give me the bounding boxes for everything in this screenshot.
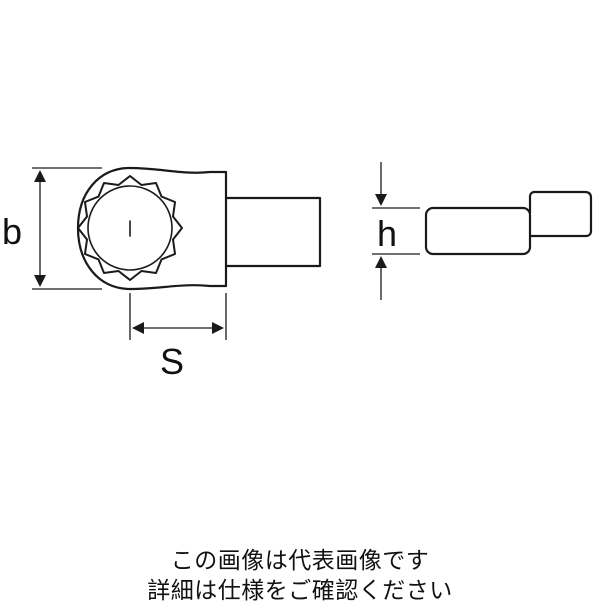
wrench-side-view bbox=[424, 190, 593, 256]
socket-inner-circle bbox=[87, 185, 173, 271]
caption-representative-image: この画像は代表画像です bbox=[170, 548, 430, 574]
b-arrow-top bbox=[34, 170, 46, 182]
dimension-s bbox=[129, 293, 227, 340]
b-label: b bbox=[2, 211, 22, 252]
h-arrow-bottom bbox=[375, 256, 387, 268]
twelve-point-socket bbox=[77, 175, 183, 281]
dimension-b bbox=[32, 167, 102, 290]
b-arrow-bottom bbox=[34, 275, 46, 287]
side-view-head bbox=[424, 206, 532, 256]
side-view-shank bbox=[528, 190, 593, 238]
s-label: S bbox=[160, 341, 184, 382]
wrench-front-view bbox=[76, 166, 322, 291]
wrench-body-outline bbox=[76, 166, 322, 291]
s-arrow-right bbox=[212, 322, 224, 334]
s-arrow-left bbox=[132, 322, 144, 334]
dimension-h bbox=[372, 162, 420, 300]
h-label: h bbox=[377, 213, 397, 254]
h-arrow-top bbox=[375, 194, 387, 206]
